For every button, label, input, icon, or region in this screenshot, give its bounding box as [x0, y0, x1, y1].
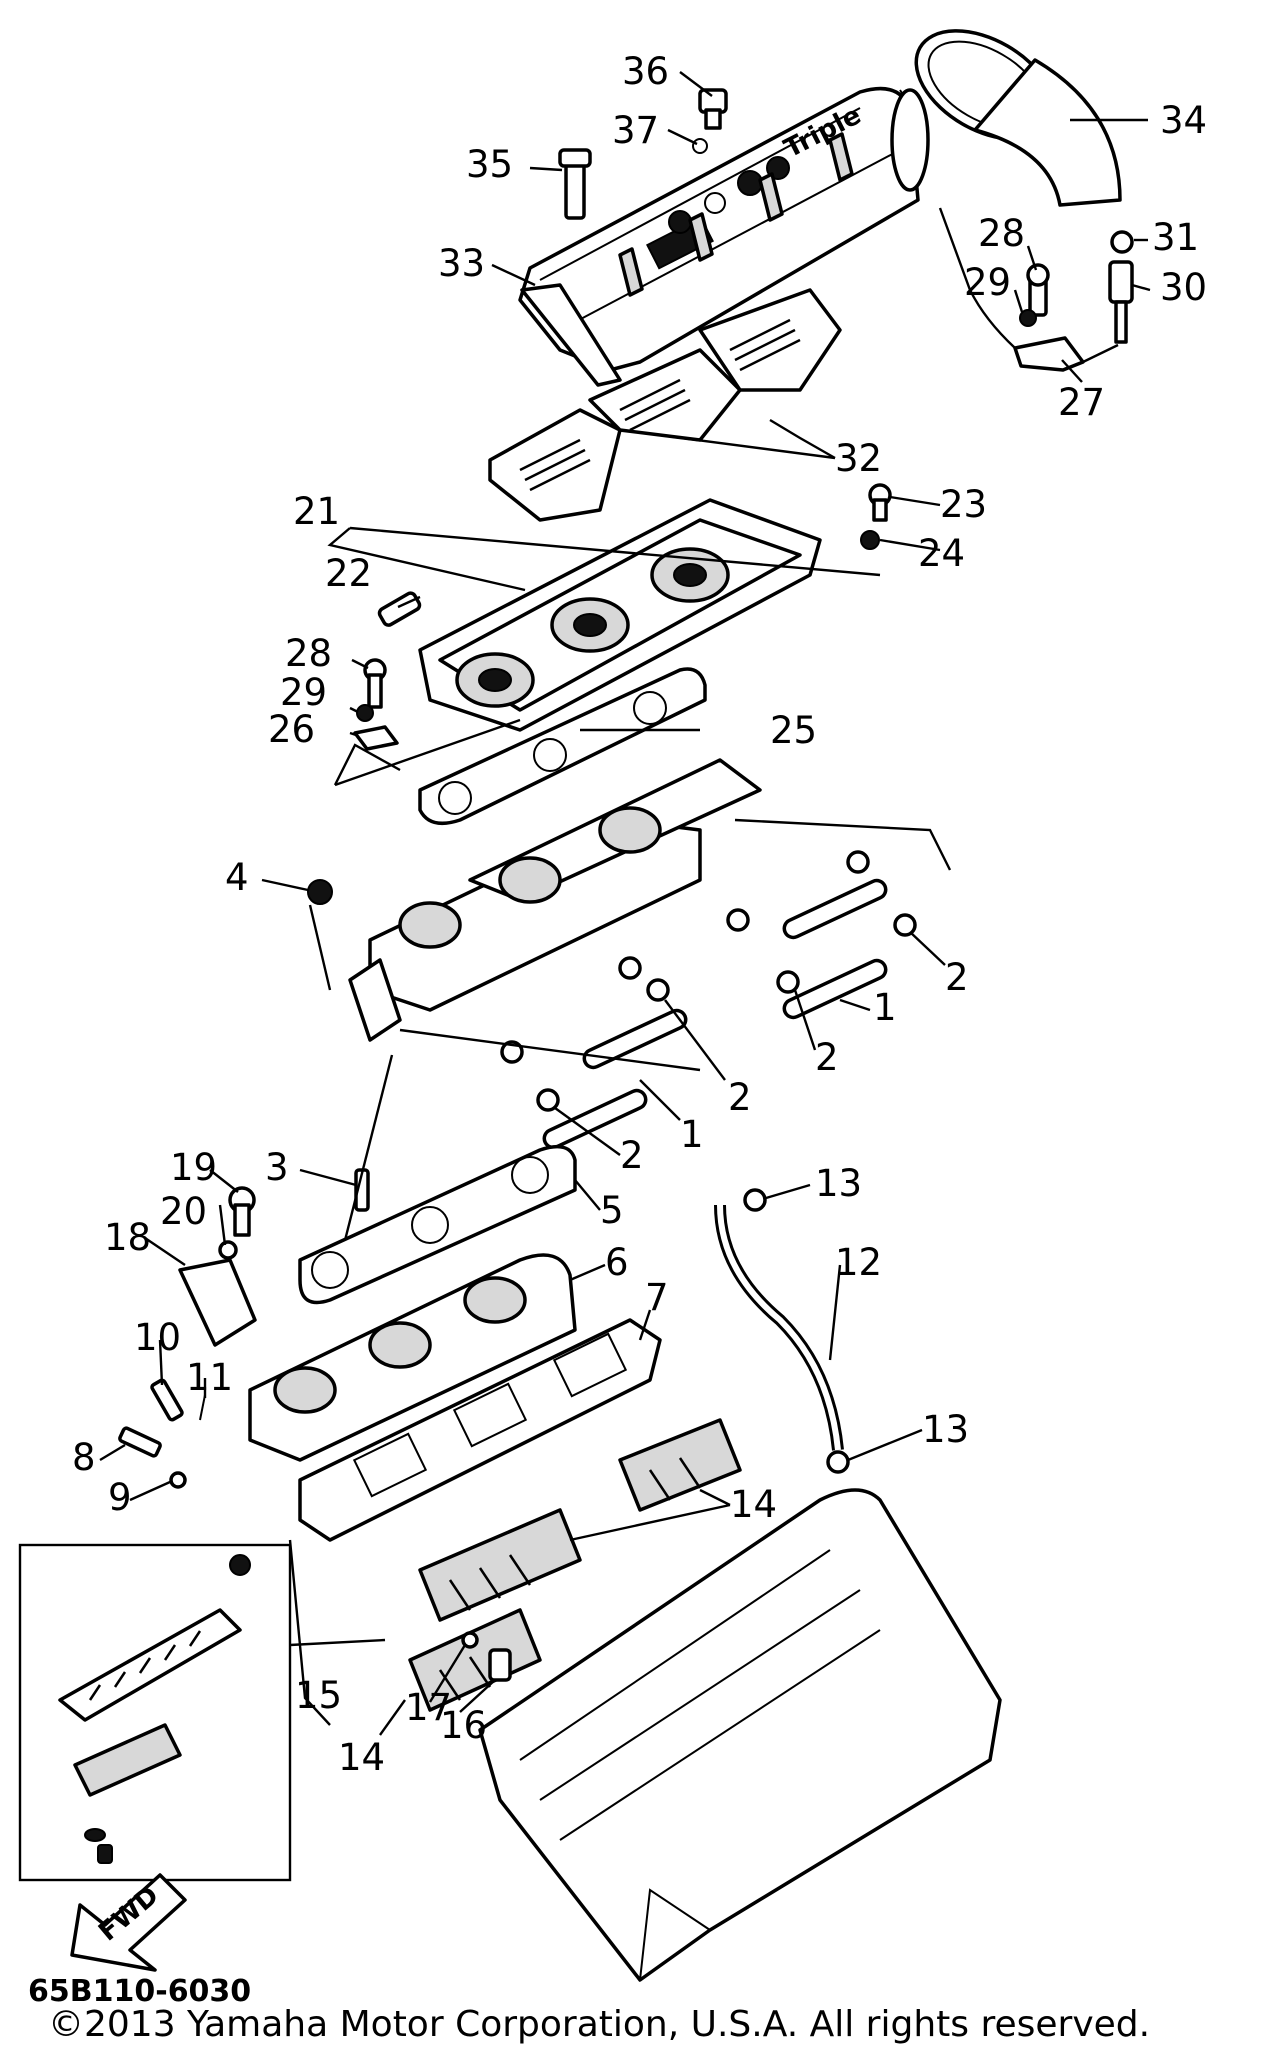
- callout-label: 23: [940, 483, 987, 526]
- bolt-8: [118, 1426, 162, 1458]
- sensor-30: [1108, 260, 1134, 344]
- callout-label: 8: [72, 1436, 96, 1479]
- washer-37: [692, 138, 708, 154]
- callout-label: 14: [730, 1483, 777, 1526]
- callout-label: 16: [440, 1704, 487, 1747]
- callout-label: 25: [770, 709, 817, 752]
- washer-29-top: [1019, 309, 1037, 327]
- bolt-35: [558, 148, 592, 220]
- washer-20: [218, 1240, 238, 1260]
- bolt-28-mid: [363, 658, 387, 709]
- callout-label: 35: [466, 143, 513, 186]
- callout-label: 1: [873, 986, 897, 1029]
- intake-silencer-cover: Triple: [518, 86, 920, 387]
- hose-clamps-2: [500, 850, 917, 1112]
- fitting-22: [377, 591, 422, 627]
- callout-label: 3: [265, 1146, 289, 1189]
- callout-label: 11: [186, 1356, 233, 1399]
- callout-label: 14: [338, 1736, 385, 1779]
- callout-label: 7: [645, 1276, 669, 1319]
- nut-31: [1110, 230, 1134, 254]
- diagram-code: 65B110-6030: [28, 1974, 251, 2009]
- callout-label: 33: [438, 242, 485, 285]
- bolt-10: [150, 1378, 184, 1422]
- callout-label: 34: [1160, 99, 1207, 142]
- callout-label: 22: [325, 552, 372, 595]
- callout-label: 15: [295, 1674, 342, 1717]
- washer-29-mid: [356, 704, 374, 722]
- clamp-13-top: [743, 1188, 767, 1212]
- callout-label: 28: [978, 212, 1025, 255]
- callout-label: 27: [1058, 381, 1105, 424]
- pin-11: [199, 1394, 206, 1421]
- callout-label: 24: [918, 532, 965, 575]
- callout-label: 28: [285, 632, 332, 675]
- filter-elements: [488, 288, 842, 522]
- callout-labels: 36 37 35 33 34 28 31 29 30 27 32 23 21 2…: [72, 50, 1207, 1779]
- callout-label: 4: [225, 856, 249, 899]
- callout-label: 13: [922, 1408, 969, 1451]
- clamp-13-bottom: [826, 1450, 850, 1474]
- forward-arrow: FWD: [70, 1873, 187, 1972]
- callout-label: 20: [160, 1190, 207, 1233]
- bolt-36: [698, 88, 728, 130]
- bolt-23: [868, 483, 892, 522]
- clamp-27: [1013, 336, 1085, 372]
- leader-lines: [99, 71, 1151, 1736]
- callout-label: 29: [964, 261, 1011, 304]
- callout-label: 17: [405, 1686, 452, 1729]
- callout-label: 26: [268, 708, 315, 751]
- callout-label: 10: [134, 1316, 181, 1359]
- callout-label: 36: [622, 50, 669, 93]
- inset-detail-15: [18, 1543, 292, 1882]
- callout-label: 31: [1152, 216, 1199, 259]
- callout-label: 2: [728, 1076, 752, 1119]
- callout-label: 37: [612, 109, 659, 152]
- callout-label: 18: [104, 1216, 151, 1259]
- callout-label: 9: [108, 1476, 132, 1519]
- clamp-26: [353, 725, 399, 751]
- reed-valves-14: [408, 1418, 742, 1712]
- bolt-16: [488, 1648, 512, 1682]
- callout-label: 29: [280, 671, 327, 714]
- callout-label: 2: [620, 1134, 644, 1177]
- washer-17: [461, 1631, 479, 1649]
- callout-label: 2: [945, 956, 969, 999]
- intake-duct: [890, 29, 1122, 207]
- bracket-18: [178, 1258, 257, 1347]
- callout-label: 2: [815, 1036, 839, 1079]
- hose-12: [714, 1204, 844, 1451]
- bolt-28-top: [1026, 263, 1050, 317]
- washer-24: [860, 530, 880, 550]
- callout-label: 1: [680, 1113, 704, 1156]
- callout-label: 21: [293, 490, 340, 533]
- copyright-notice: ©2013 Yamaha Motor Corporation, U.S.A. A…: [48, 2004, 1150, 2045]
- carburetor-assembly: [348, 758, 762, 1042]
- nut-4: [307, 879, 333, 905]
- callout-label: 30: [1160, 266, 1207, 309]
- callout-label: 32: [835, 437, 882, 480]
- gasket-7: [298, 1318, 662, 1542]
- gasket-5: [298, 1144, 577, 1305]
- washer-9: [169, 1471, 187, 1489]
- silencer-base: [418, 498, 822, 732]
- hoses-1: [542, 878, 888, 1150]
- callout-label: 13: [815, 1162, 862, 1205]
- bolt-19: [228, 1186, 256, 1237]
- callout-label: 6: [605, 1241, 629, 1284]
- callout-label: 12: [835, 1241, 882, 1284]
- callout-label: 5: [600, 1189, 624, 1232]
- callout-label: 19: [170, 1146, 217, 1189]
